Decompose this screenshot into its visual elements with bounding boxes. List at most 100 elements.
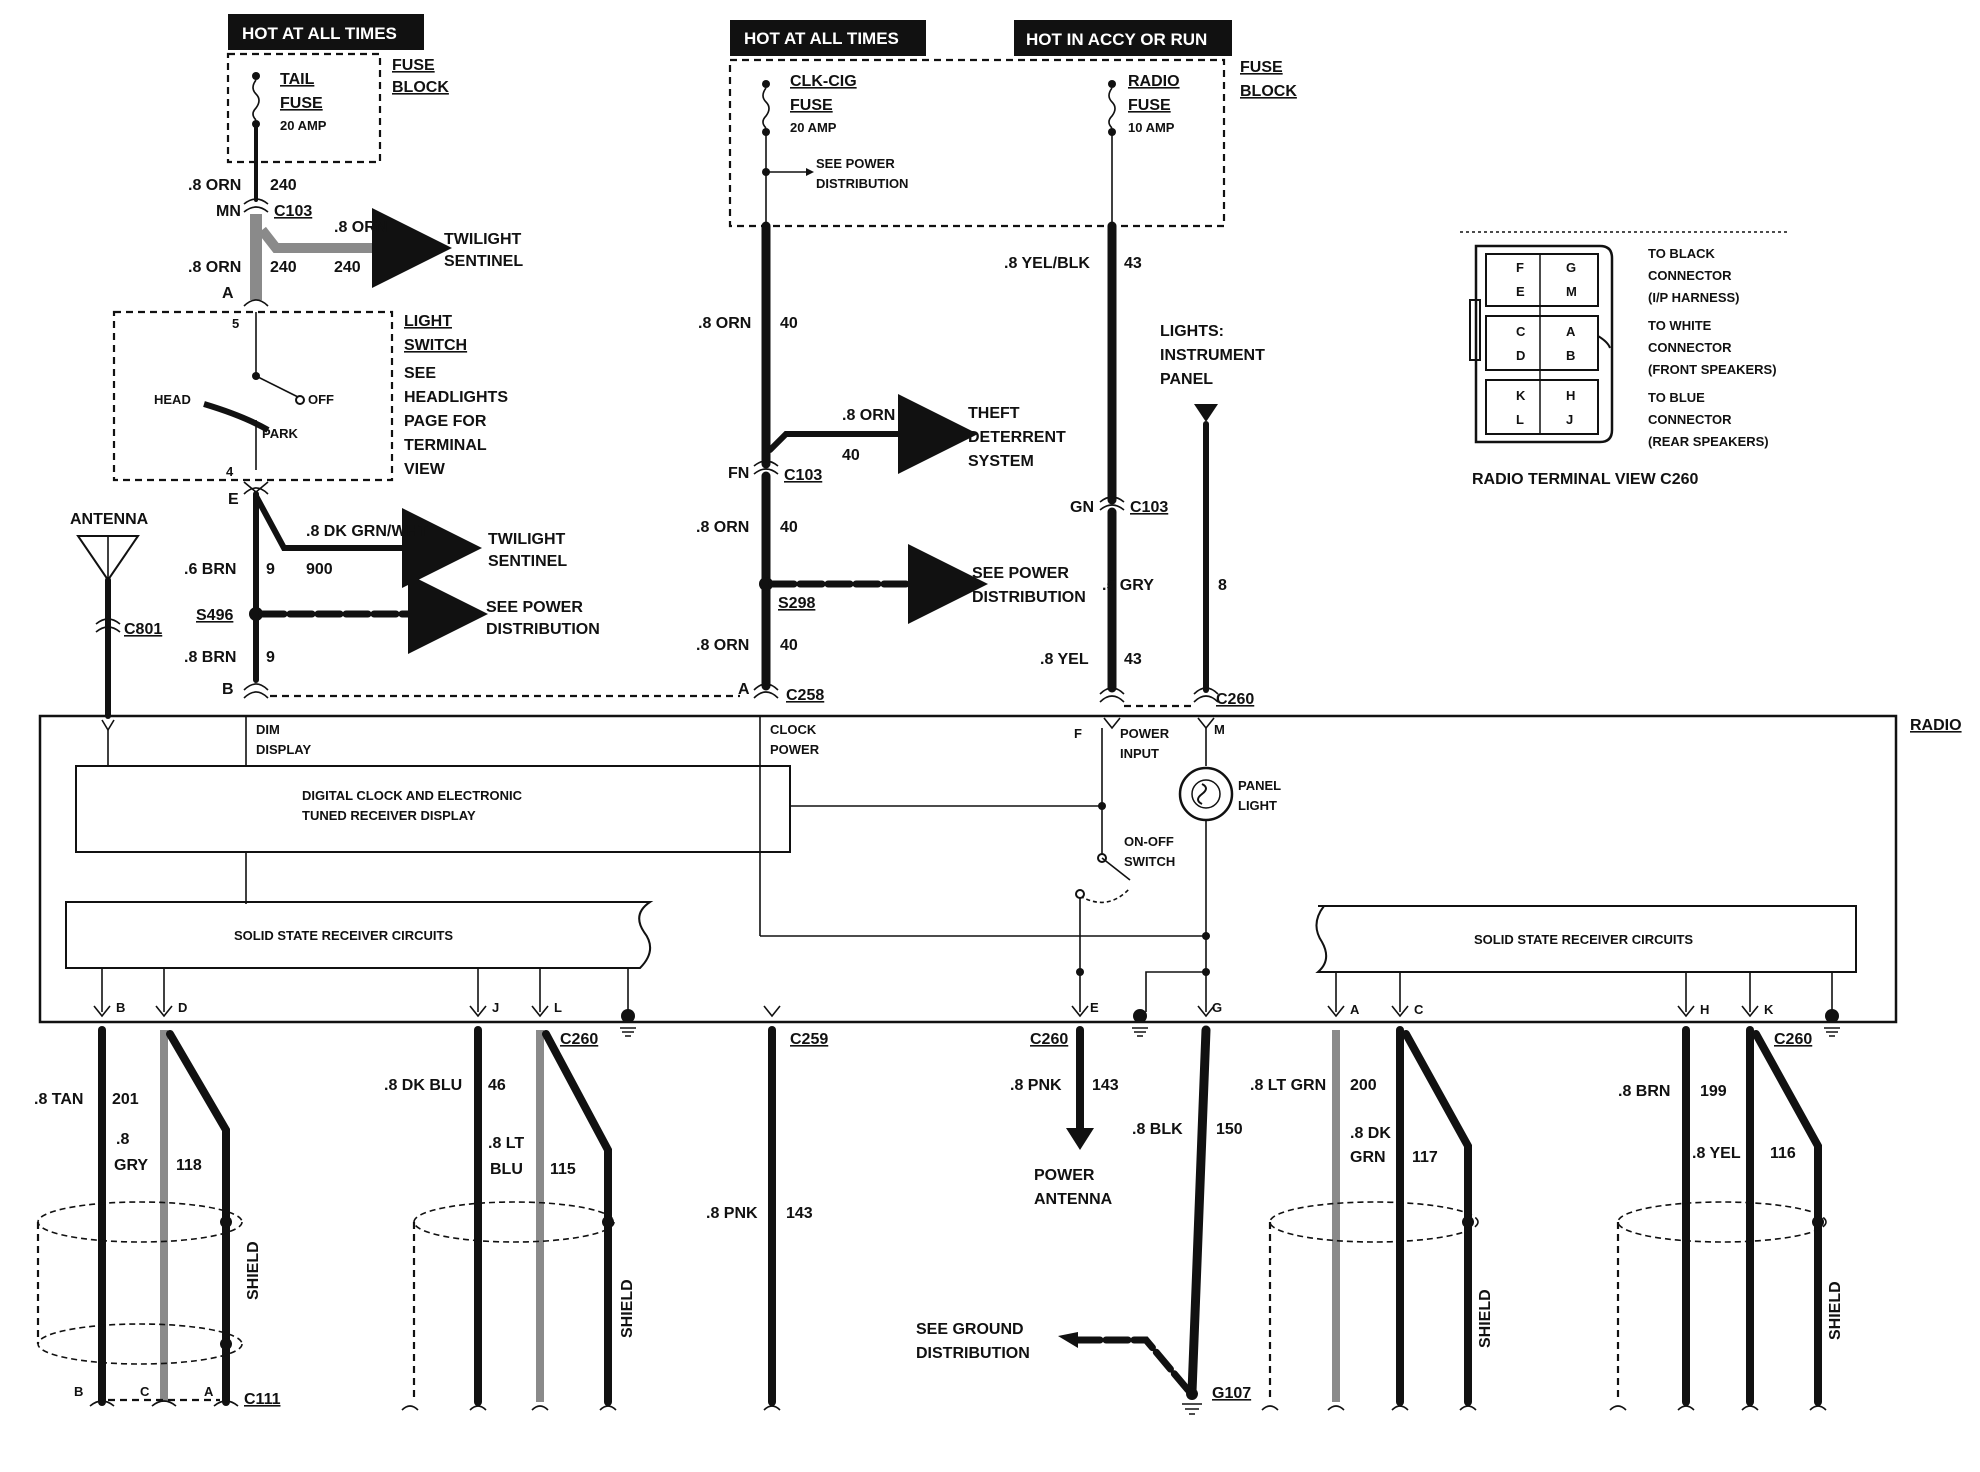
radio-pin: D [178, 1000, 187, 1015]
radio-box [38, 714, 1898, 1024]
connector-black-label: (I/P HARNESS) [1648, 290, 1740, 305]
switch-head-label: HEAD [154, 392, 191, 407]
wire-label: .8 DK BLU [384, 1077, 462, 1094]
wire-label: .8 [116, 1131, 129, 1148]
connector-c111: C111 [244, 1391, 281, 1408]
connector-pin: GN [1070, 499, 1094, 516]
clk-cig-fuse-amp: 20 AMP [790, 120, 837, 135]
terminal-cell: H [1566, 388, 1575, 403]
ssr-right-box [1315, 905, 1857, 973]
ground-g107: G107 [1212, 1385, 1251, 1402]
radio-label: RADIO [1910, 717, 1962, 734]
pin-m-label: M [1214, 722, 1225, 737]
clk-cig-fuse-icon [762, 80, 770, 136]
wire-label: .8 LT [488, 1135, 524, 1152]
theft-deterrent-label: DETERRENT [968, 429, 1066, 446]
wire-label: GRN [1350, 1149, 1386, 1166]
radio-fuse-label: RADIO [1128, 73, 1180, 90]
theft-deterrent-label: THEFT [968, 405, 1020, 422]
circuit-number: 43 [1124, 255, 1142, 272]
see-power-dist-label: DISTRIBUTION [816, 176, 908, 191]
header-hot-all-times-mid: HOT AT ALL TIMES [730, 20, 926, 56]
theft-deterrent-label: SYSTEM [968, 453, 1034, 470]
header-hot-all-times-left: HOT AT ALL TIMES [228, 14, 424, 50]
connector-c801: C801 [124, 621, 162, 638]
connector-pin: A [222, 285, 234, 302]
wire-label: .8 TAN [34, 1091, 83, 1108]
tail-fuse-icon [252, 72, 260, 128]
circuit-number: 240 [270, 177, 297, 194]
radio-pin: B [116, 1000, 125, 1015]
header-hot-accy-run: HOT IN ACCY OR RUN [1014, 20, 1232, 56]
wire-label: .8 YEL [1692, 1145, 1741, 1162]
wire-label: .8 ORN [696, 519, 749, 536]
wire-label: BLU [490, 1161, 523, 1178]
circuit-number: 150 [1216, 1121, 1243, 1138]
circuit-number: 199 [1700, 1083, 1727, 1100]
connector-c260: C260 [560, 1031, 598, 1048]
pin-label: 4 [226, 464, 234, 479]
connector-c260: C260 [1030, 1031, 1068, 1048]
wire-label: .8 ORN [842, 407, 895, 424]
light-switch-note: HEADLIGHTS [404, 389, 508, 406]
shield-label: SHIELD [1827, 1281, 1844, 1340]
circuit-number: 43 [1124, 651, 1142, 668]
tail-fuse-amp: 20 AMP [280, 118, 327, 133]
twilight-sentinel-label: TWILIGHT [488, 531, 566, 548]
fuse-block-label: BLOCK [392, 79, 449, 96]
digital-clock-label: DIGITAL CLOCK AND ELECTRONIC [302, 788, 523, 803]
circuit-number: 240 [334, 259, 361, 276]
wire-label: .8 YEL/BLK [1004, 255, 1090, 272]
circuit-number: 40 [780, 637, 798, 654]
wire-label: .8 ORN [334, 219, 387, 236]
antenna-label: ANTENNA [70, 511, 149, 528]
terminal-cell: F [1516, 260, 1524, 275]
clk-cig-fuse-label: FUSE [790, 97, 833, 114]
svg-text:HOT AT ALL TIMES: HOT AT ALL TIMES [744, 29, 899, 48]
circuit-number: 118 [176, 1157, 202, 1174]
radio-pin: K [1764, 1002, 1774, 1017]
circuit-number: 143 [1092, 1077, 1119, 1094]
wire-label: .8 PNK [1010, 1077, 1062, 1094]
radio-pin: L [554, 1000, 562, 1015]
splice-s298 [759, 577, 773, 591]
terminal-view-title: RADIO TERMINAL VIEW C260 [1472, 471, 1699, 488]
terminal-cell: C [1516, 324, 1526, 339]
circuit-number: 9 [266, 649, 275, 666]
light-switch-note: SEE [404, 365, 436, 382]
fuse-block-left [226, 52, 382, 164]
connector-pin: A [738, 681, 750, 698]
radio-pin: J [492, 1000, 499, 1015]
circuit-number: 143 [786, 1205, 813, 1222]
connector-c103: C103 [1130, 499, 1168, 516]
connector-pin: B [222, 681, 234, 698]
connector-pin: MN [216, 203, 241, 220]
tail-fuse-label: TAIL [280, 71, 315, 88]
terminal-cell: E [1516, 284, 1525, 299]
terminal-cell: K [1516, 388, 1526, 403]
connector-c258: C258 [786, 687, 824, 704]
power-antenna-label: ANTENNA [1034, 1191, 1113, 1208]
connector-blue-label: CONNECTOR [1648, 412, 1732, 427]
lights-ip-label: PANEL [1160, 371, 1213, 388]
connector-pin: FN [728, 465, 749, 482]
light-switch-title: SWITCH [404, 337, 467, 354]
wire-label: .8 YEL [1040, 651, 1089, 668]
on-off-switch-label: SWITCH [1124, 854, 1175, 869]
digital-clock-display [75, 765, 791, 853]
wire-label: GRY [114, 1157, 148, 1174]
wire-label: .8 ORN [188, 259, 241, 276]
wire-label: .8 BRN [184, 649, 236, 666]
clk-cig-fuse-label: CLK-CIG [790, 73, 857, 90]
radio-pin: E [1090, 1000, 1099, 1015]
light-switch-box [112, 310, 394, 482]
circuit-number: 116 [1770, 1145, 1796, 1162]
fuse-block-label: FUSE [392, 57, 435, 74]
on-off-switch-label: ON-OFF [1124, 834, 1174, 849]
radio-pin: C [1414, 1002, 1424, 1017]
dim-display-label: DISPLAY [256, 742, 311, 757]
twilight-sentinel-label: SENTINEL [488, 553, 567, 570]
connector-white-label: TO WHITE [1648, 318, 1712, 333]
terminal-cell: L [1516, 412, 1524, 427]
